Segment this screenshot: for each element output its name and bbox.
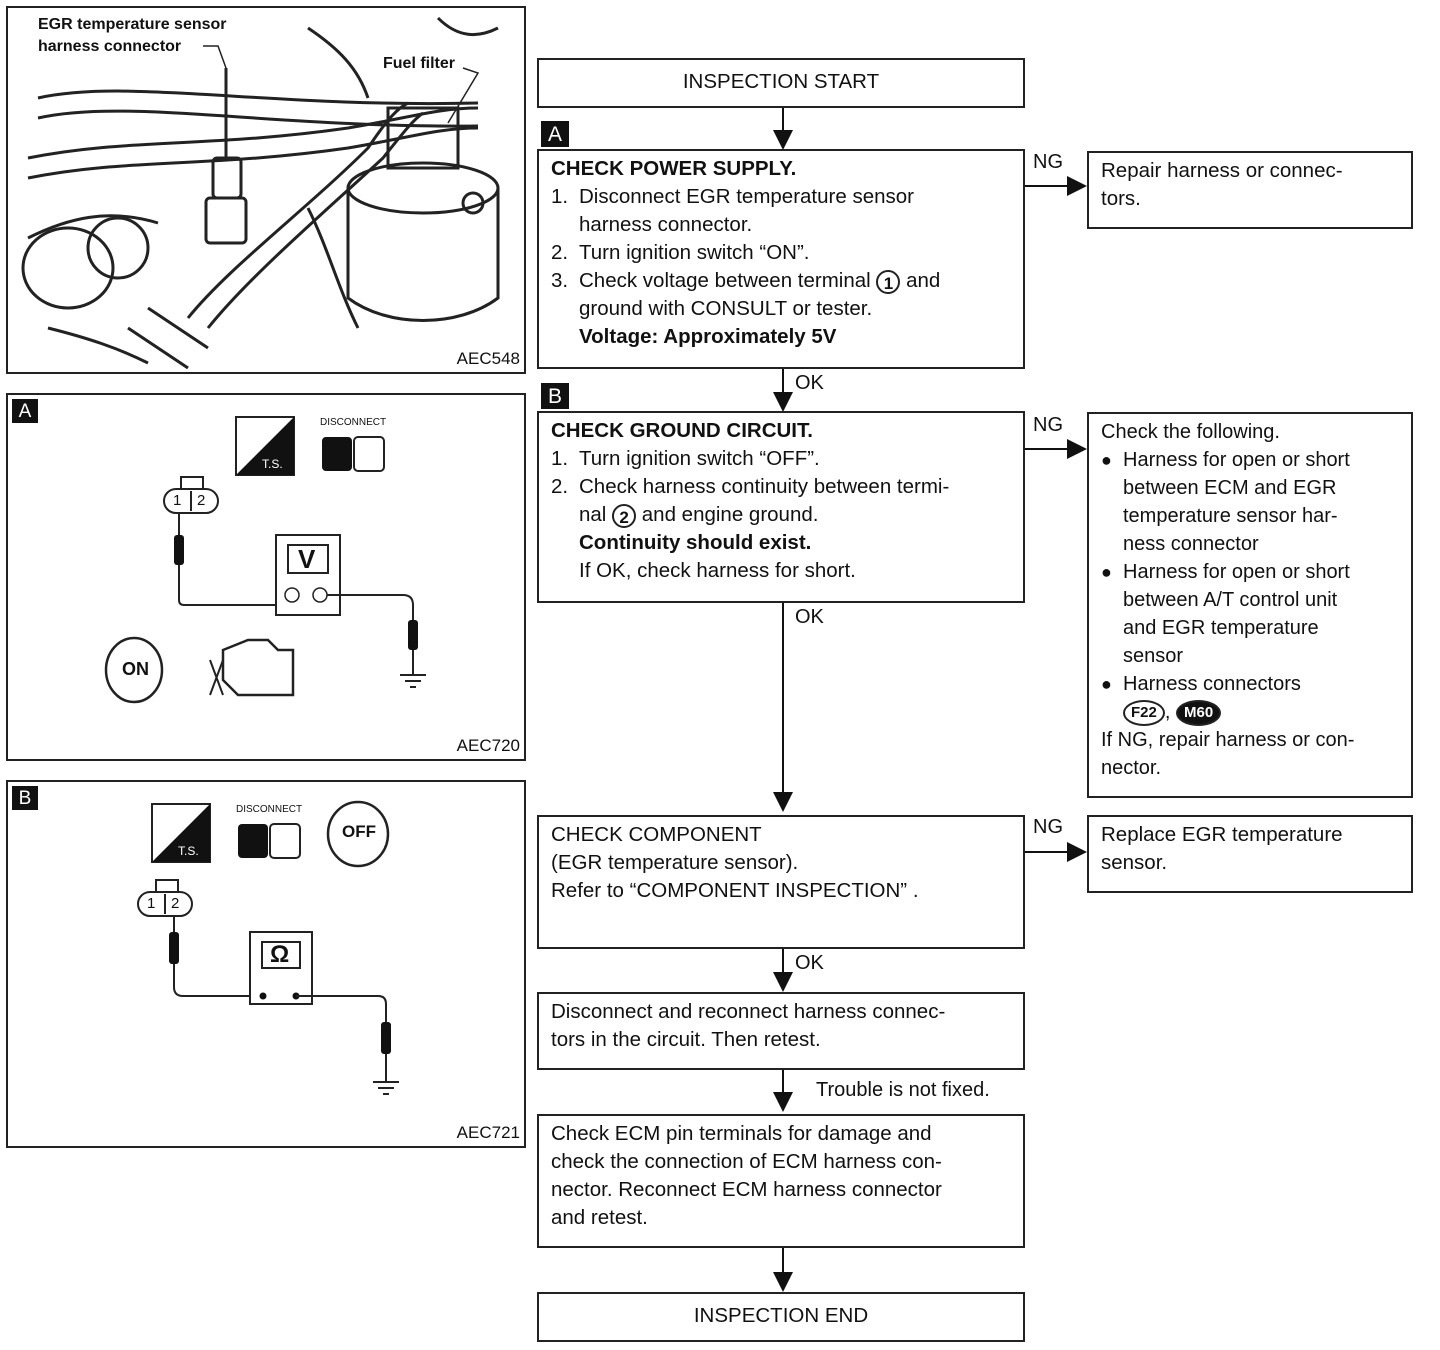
step-text: Check harness continuity between termi- [579, 475, 950, 498]
fuel-filter-callout: Fuel filter [383, 55, 456, 73]
ng-label: NG [1033, 151, 1063, 173]
ng-label: NG [1033, 816, 1063, 838]
step-text: harness connector. [579, 213, 753, 236]
ts-label: T.S. [178, 844, 199, 858]
ignition-key-label: OFF [342, 822, 376, 841]
step-text: If OK, check harness for short. [579, 559, 856, 582]
step-text: Refer to “COMPONENT INSPECTION” . [551, 879, 919, 902]
step-number: 2. [551, 241, 569, 264]
pin-2-label: 2 [197, 492, 206, 509]
not-fixed-label: Trouble is not fixed. [816, 1079, 990, 1101]
repair-harness-box: Repair harness or connec- tors. [1087, 151, 1413, 229]
step-text: and [906, 269, 941, 292]
step-text: tors in the circuit. Then retest. [551, 1028, 821, 1051]
ignition-key-label: ON [122, 659, 149, 679]
ok-label: OK [795, 606, 824, 628]
ok-label: OK [795, 952, 824, 974]
step-title: CHECK GROUND CIRCUIT. [551, 419, 813, 442]
disconnect-label: DISCONNECT [236, 804, 303, 815]
voltage-test-drawing [104, 416, 426, 704]
result-heading: Check the following. [1101, 421, 1280, 443]
pin-2-label: 2 [171, 895, 180, 912]
terminal-pin-badge: 1 [876, 269, 901, 294]
component-photo-panel: EGR temperature sensor harness connector… [6, 6, 526, 374]
step-text: nector. Reconnect ECM harness connector [551, 1178, 942, 1201]
check-component-box: CHECK COMPONENT (EGR temperature sensor)… [537, 815, 1025, 949]
voltmeter-symbol: V [298, 544, 316, 574]
check-power-supply-box: CHECK POWER SUPPLY. 1. Disconnect EGR tem… [537, 149, 1025, 369]
step-number: 1. [551, 185, 569, 208]
ng-label: NG [1033, 414, 1063, 436]
step-text: Check voltage between terminal [579, 269, 871, 292]
step-text: Disconnect EGR temperature sensor [579, 185, 914, 208]
pin-1-label: 1 [173, 492, 182, 509]
bullet-icon: ● [1101, 450, 1112, 470]
bullet-text: and EGR temperature [1123, 617, 1319, 639]
step-number: 1. [551, 447, 569, 470]
step-text: Turn ignition switch “ON”. [579, 241, 810, 264]
step-text: Check ECM pin terminals for damage and [551, 1122, 932, 1145]
step-number: 2. [551, 475, 569, 498]
disconnect-label: DISCONNECT [320, 417, 387, 428]
terminal-pin-badge: 2 [612, 503, 637, 528]
ohmmeter-symbol: Ω [270, 941, 290, 968]
result-text: sensor. [1101, 851, 1168, 874]
inspection-end-box: INSPECTION END [537, 1292, 1025, 1342]
bullet-text: ness connector [1123, 533, 1259, 555]
bullet-icon: ● [1101, 674, 1112, 694]
step-text: Disconnect and reconnect harness connec- [551, 1000, 946, 1023]
step-tag-a: A [541, 121, 569, 147]
step-text: check the connection of ECM harness con- [551, 1150, 942, 1173]
result-text: If NG, repair harness or con- [1101, 729, 1355, 751]
figure-code: AEC721 [456, 1123, 520, 1142]
step-text: CHECK COMPONENT [551, 823, 762, 846]
step-text: ground with CONSULT or tester. [579, 297, 873, 320]
check-following-box: Check the following. ● Harness for open … [1087, 412, 1413, 798]
step-text: and retest. [551, 1206, 648, 1229]
bullet-text: Harness for open or short [1123, 561, 1350, 583]
bullet-text: temperature sensor har- [1123, 505, 1338, 527]
step-tag-b: B [541, 383, 569, 409]
bullet-text: Harness connectors [1123, 673, 1301, 695]
step-text: nal [579, 503, 607, 526]
test-diagram-b: B T.S. DISCONNECT OFF 1 2 Ω AEC721 [6, 780, 526, 1148]
step-title: CHECK POWER SUPPLY. [551, 157, 797, 180]
ts-label: T.S. [262, 457, 283, 471]
spec-value: Voltage: Approximately 5V [579, 325, 837, 348]
diagram-tag: A [12, 399, 38, 423]
figure-code: AEC548 [456, 349, 520, 368]
sensor-callout-line2: harness connector [38, 38, 182, 56]
bullet-text: between A/T control unit [1123, 589, 1338, 611]
test-diagram-a: A T.S. DISCONNECT 1 2 V ON AEC [6, 393, 526, 761]
step-text: and engine ground. [641, 503, 819, 526]
step-text: (EGR temperature sensor). [551, 851, 799, 874]
connector-badge: M60 [1175, 699, 1222, 726]
result-text: tors. [1101, 187, 1141, 210]
sensor-callout-line1: EGR temperature sensor [38, 16, 227, 34]
result-text: nector. [1101, 757, 1162, 779]
check-ground-circuit-box: CHECK GROUND CIRCUIT. 1. Turn ignition sw… [537, 411, 1025, 603]
step-text: Turn ignition switch “OFF”. [579, 447, 820, 470]
bullet-text: Harness for open or short [1123, 449, 1350, 471]
inspection-start-box: INSPECTION START [537, 58, 1025, 108]
bullet-text: sensor [1123, 645, 1184, 667]
result-text: Repair harness or connec- [1101, 159, 1343, 182]
engine-bay-drawing [21, 16, 500, 370]
pin-1-label: 1 [147, 895, 156, 912]
diagram-tag: B [12, 786, 38, 810]
check-ecm-box: Check ECM pin terminals for damage and c… [537, 1114, 1025, 1248]
spec-value: Continuity should exist. [579, 531, 812, 554]
figure-code: AEC720 [456, 736, 520, 755]
bullet-text: between ECM and EGR [1123, 477, 1337, 499]
ok-label: OK [795, 372, 824, 394]
bullet-icon: ● [1101, 562, 1112, 582]
continuity-test-drawing [137, 800, 399, 1095]
step-number: 3. [551, 269, 569, 292]
result-text: Replace EGR temperature [1101, 823, 1343, 846]
connector-badge: F22 [1123, 699, 1165, 726]
reconnect-connectors-box: Disconnect and reconnect harness connec-… [537, 992, 1025, 1070]
replace-sensor-box: Replace EGR temperature sensor. [1087, 815, 1413, 893]
